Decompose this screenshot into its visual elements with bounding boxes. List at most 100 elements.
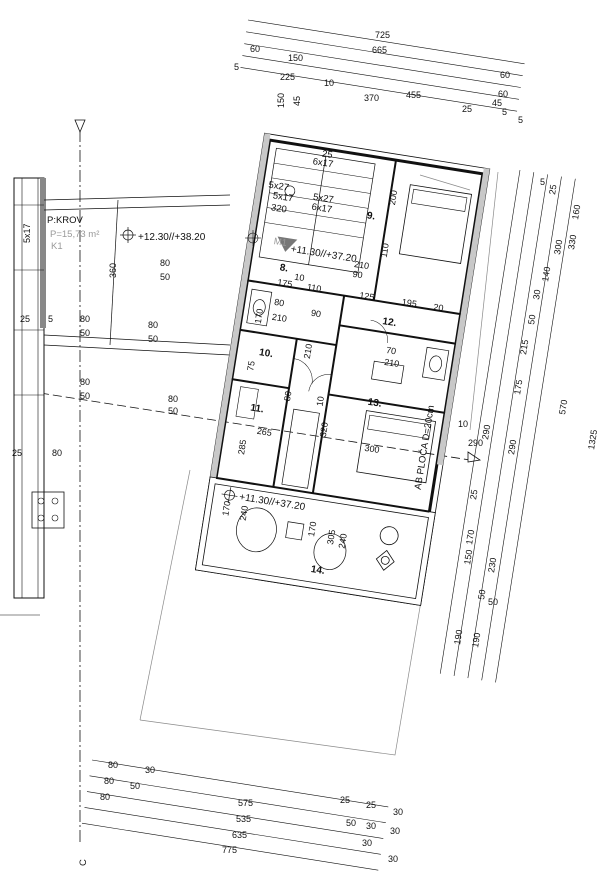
- dim-text: 360: [108, 263, 118, 278]
- dim-text: 215: [518, 339, 530, 355]
- dim-text: 665: [372, 45, 387, 55]
- dim-text: 320: [318, 421, 330, 437]
- room-label-12: 12.: [382, 316, 398, 329]
- level-label: +11.30//+37.20: [290, 244, 358, 265]
- dim-text: 25: [340, 795, 350, 805]
- dim-text: 170: [220, 500, 232, 516]
- dim-text: 30: [390, 826, 400, 836]
- dim-text: 140: [540, 266, 552, 282]
- dims-right: [439, 169, 576, 683]
- dim-text: 60: [498, 89, 508, 99]
- dim-text: 50: [488, 597, 498, 607]
- dim-text: 5: [502, 107, 507, 117]
- stair-label: 5x27: [268, 180, 290, 194]
- dim-text: 240: [238, 505, 250, 521]
- dim-text: 190: [452, 629, 464, 645]
- stair-label: 320: [270, 202, 287, 215]
- roof-terrace: [43, 194, 231, 356]
- dim-text: 50: [148, 334, 158, 344]
- dim-text: 775: [222, 845, 237, 855]
- dim-text: 10: [294, 272, 305, 283]
- dim-text: 535: [236, 814, 251, 824]
- dim-text: 50: [526, 314, 537, 325]
- dim-text: 225: [280, 72, 295, 82]
- dim-text: 80: [80, 314, 90, 324]
- dim-text: 90: [352, 269, 363, 280]
- dim-text: 20: [433, 302, 444, 313]
- dim-text: 45: [492, 98, 502, 108]
- dim-text: 150: [276, 93, 286, 108]
- dim-text: 240: [337, 533, 349, 549]
- axis-label: C: [78, 859, 89, 866]
- dim-text: 110: [379, 242, 391, 258]
- dim-text: 50: [80, 328, 90, 338]
- dim-text: 50: [160, 272, 170, 282]
- dim-text: 30: [531, 289, 542, 300]
- dim-text: 725: [375, 30, 390, 40]
- dim-text: 90: [310, 308, 321, 319]
- dim-text: 575: [238, 798, 253, 808]
- dim-text: 170: [464, 529, 476, 545]
- dim-text: 285: [236, 439, 248, 455]
- dim-text: 80: [160, 258, 170, 268]
- dim-text: 290: [506, 439, 518, 455]
- dim-text: 10: [315, 396, 326, 407]
- dim-text: 80: [104, 776, 114, 786]
- dim-text: 200: [387, 189, 399, 205]
- dim-text: 80: [168, 394, 178, 404]
- dim-text: 635: [232, 830, 247, 840]
- stair-label: 5x27: [312, 192, 334, 206]
- dim-text: 370: [364, 93, 379, 103]
- dim-text: 60: [500, 70, 510, 80]
- dims-bottom: [81, 759, 389, 871]
- dim-text: 125: [359, 290, 375, 302]
- dim-text: 210: [353, 259, 369, 271]
- dim-text: 265: [256, 426, 272, 438]
- dim-text: 170: [306, 521, 318, 537]
- stair-label: 6x17: [312, 156, 334, 170]
- dim-text: 80: [148, 320, 158, 330]
- dim-text: 75: [245, 360, 256, 371]
- dim-text: 330: [566, 234, 578, 250]
- dim-text: 80: [108, 760, 118, 770]
- dim-text: 195: [401, 297, 417, 309]
- stair-label: 25: [321, 149, 333, 162]
- left-building: [0, 177, 65, 616]
- roof-tag: K1: [51, 241, 63, 252]
- stair-label: 6x17: [311, 202, 333, 216]
- dim-text: 10: [324, 78, 334, 88]
- dim-text: 300: [364, 443, 380, 455]
- dim-text: 290: [480, 424, 492, 440]
- dim-text: 60: [250, 44, 260, 54]
- dim-text: 5x17: [22, 223, 32, 243]
- dim-text: 80: [274, 297, 285, 308]
- dim-text: 25: [547, 184, 558, 195]
- dim-text: 1325: [586, 429, 599, 450]
- dim-text: 10: [458, 419, 468, 429]
- dim-text: 570: [557, 399, 569, 415]
- site-boundary: [139, 171, 499, 756]
- dim-text: 30: [366, 821, 376, 831]
- dim-text: 5: [518, 115, 523, 125]
- room-label-9: 9.: [366, 210, 376, 222]
- dim-text: 30: [145, 765, 155, 775]
- roof-label: P:KROV: [47, 215, 84, 226]
- dim-text: 25: [20, 314, 30, 324]
- dim-text: 170: [253, 308, 265, 324]
- dim-text: 210: [271, 312, 287, 324]
- room-label-8: 8.: [279, 262, 289, 274]
- dim-text: 175: [277, 277, 293, 289]
- dim-text: 150: [288, 53, 303, 63]
- dim-text: 25: [12, 448, 22, 458]
- dim-text: 30: [362, 838, 372, 848]
- dim-text: 80: [282, 390, 293, 401]
- level-label: +12.30//+38.20: [138, 232, 206, 243]
- dim-text: 80: [100, 792, 110, 802]
- dim-text: 50: [130, 781, 140, 791]
- dim-text: 290: [468, 438, 483, 448]
- main-building: 8. 9. 10. 11. 12. 13. 14. 5x27 5x17 320 …: [194, 132, 491, 606]
- dim-text: 300: [552, 239, 564, 255]
- dim-text: 70: [385, 345, 396, 356]
- dim-text: 230: [486, 557, 498, 573]
